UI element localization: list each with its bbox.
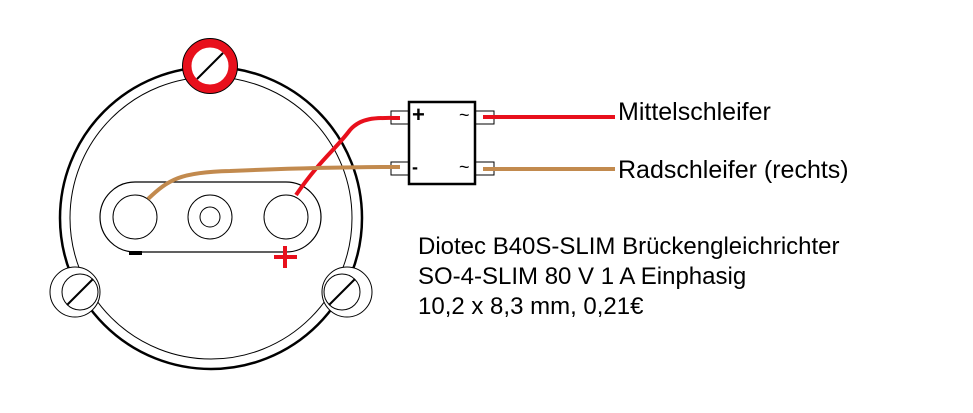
description-line: SO-4-SLIM 80 V 1 A Einphasig	[418, 263, 747, 290]
housing-outer	[58, 65, 364, 371]
terminal-slot	[99, 181, 322, 253]
description-line: 10,2 x 8,3 mm, 0,21€	[418, 293, 644, 320]
wire-tan-left	[146, 165, 401, 201]
bridge-minus-label: -	[412, 157, 418, 177]
label-mittelschleifer: Mittelschleifer	[618, 98, 771, 126]
bridge-rectifier	[390, 100, 495, 186]
ear-left	[49, 266, 101, 318]
terminal-wiper	[187, 194, 233, 240]
description-line: Diotec B40S-SLIM Brückengleichrichter	[418, 233, 840, 260]
ear-right	[321, 266, 373, 318]
potentiometer	[49, 38, 373, 371]
plus-mark	[274, 246, 297, 268]
label-radschleifer: Radschleifer (rechts)	[618, 156, 849, 184]
component-description: Diotec B40S-SLIM Brückengleichrichter SO…	[418, 232, 840, 322]
screw-right-icon	[323, 273, 361, 311]
screw-left-icon	[61, 273, 99, 311]
wire-red-left	[294, 115, 401, 197]
wires	[146, 115, 615, 201]
bridge-ac2-label: ~	[459, 157, 470, 177]
bridge-plus-label: +	[412, 102, 425, 127]
minus-mark	[129, 251, 142, 255]
housing-inner	[69, 76, 353, 360]
terminal-minus	[112, 194, 158, 240]
terminal-plus	[263, 194, 309, 240]
bridge-ac1-label: ~	[459, 105, 470, 125]
